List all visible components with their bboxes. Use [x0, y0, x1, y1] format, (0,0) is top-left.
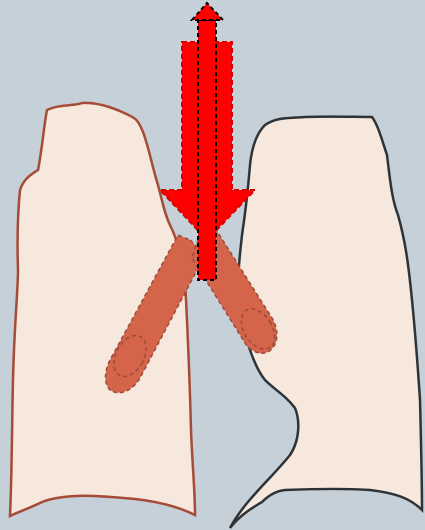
up-arrow-shaft	[198, 20, 216, 280]
